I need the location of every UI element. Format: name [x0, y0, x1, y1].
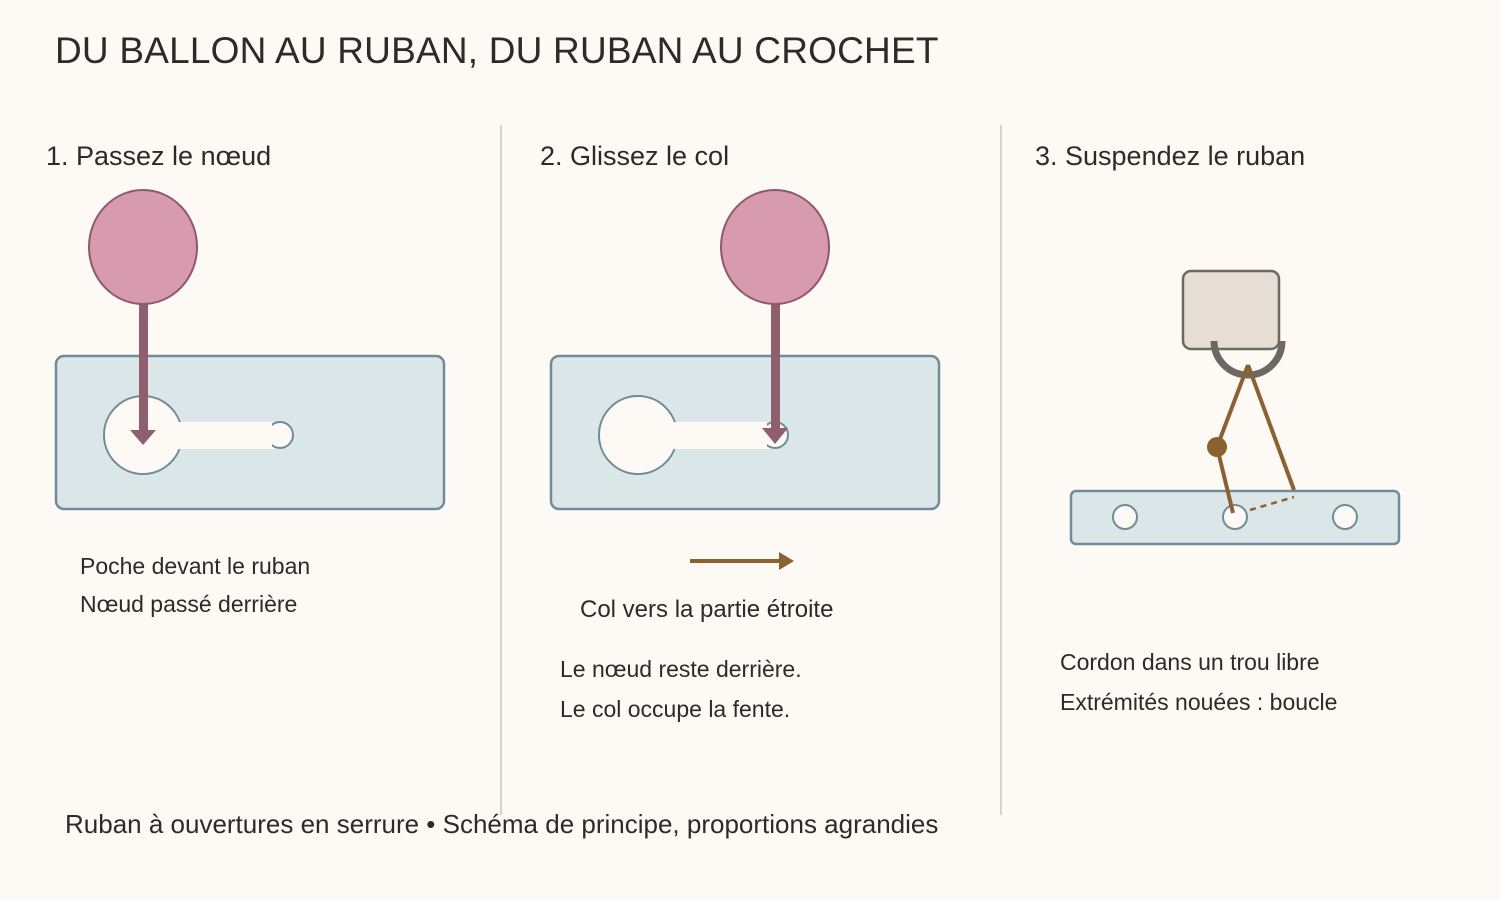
step-3-illustration — [1069, 269, 1401, 546]
hook-curve — [1210, 340, 1286, 379]
cord-knot — [1207, 437, 1227, 457]
keyhole-slot — [103, 395, 294, 475]
step-3-caption-1: Cordon dans un trou libre — [1060, 649, 1320, 675]
direction-arrow — [690, 552, 794, 570]
ribbon-hole — [1112, 504, 1138, 530]
cord-loop — [1207, 364, 1296, 514]
divider-left — [500, 125, 502, 815]
step-1-caption-1: Poche devant le ruban — [80, 553, 311, 579]
step-2-illustration — [549, 189, 941, 570]
step-3-title: 3. Suspendez le ruban — [1035, 141, 1306, 171]
step-2-arrow-label: Col vers la partie étroite — [580, 596, 834, 623]
knot-arrowhead — [130, 430, 156, 445]
step-2-caption-2: Le col occupe la fente. — [560, 696, 791, 722]
step-1-title: 1. Passez le nœud — [46, 141, 272, 171]
knot-stem — [139, 300, 148, 430]
ribbon-hole — [1222, 504, 1248, 530]
knot-arrowhead — [762, 428, 788, 444]
footer-note: Ruban à ouvertures en serrure • Schéma d… — [65, 809, 939, 839]
hook-block — [1181, 269, 1281, 351]
ribbon-hole — [1332, 504, 1358, 530]
balloon — [88, 189, 198, 305]
knot-stem — [771, 300, 780, 430]
divider-right — [1000, 125, 1002, 815]
step-3-caption-2: Extrémités nouées : boucle — [1060, 689, 1338, 715]
step-2-caption-1: Le nœud reste derrière. — [560, 656, 802, 682]
step-1-caption-2: Nœud passé derrière — [80, 591, 298, 617]
step-1-illustration — [54, 189, 446, 511]
step-2-title: 2. Glissez le col — [540, 141, 730, 171]
balloon — [720, 189, 830, 305]
diagram-title: DU BALLON AU RUBAN, DU RUBAN AU CROCHET — [55, 30, 939, 71]
